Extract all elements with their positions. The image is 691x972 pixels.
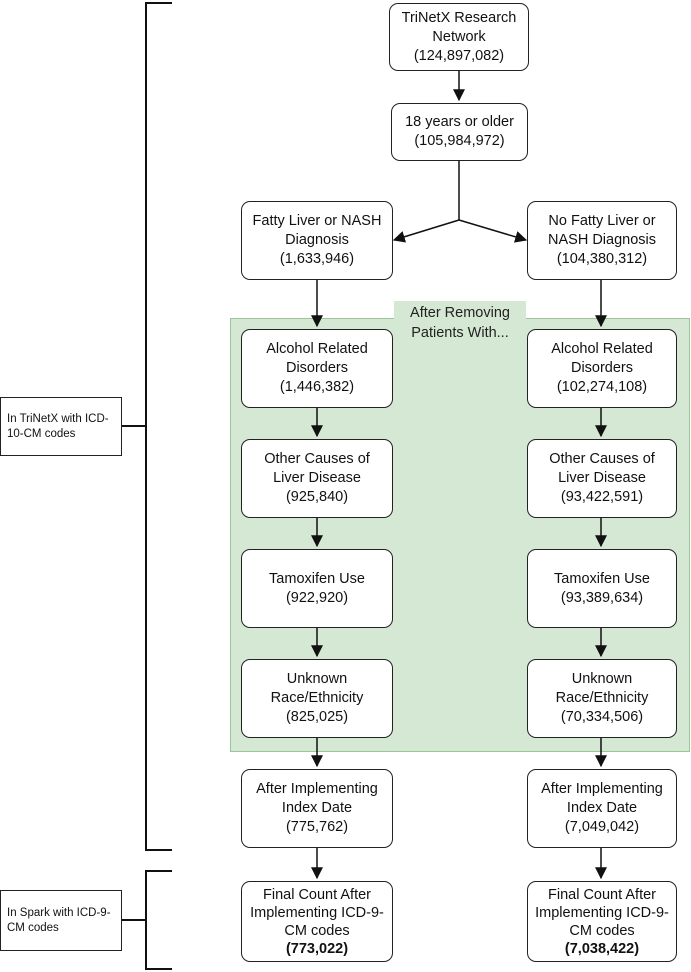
box-count: (1,633,946) <box>279 251 355 267</box>
arrow-split-right <box>458 219 528 243</box>
box-count: (825,025) <box>285 709 349 725</box>
left-index-date-box: After Implementing Index Date (775,762) <box>241 769 393 848</box>
box-line: Final Count After <box>263 886 371 903</box>
box-count: (7,038,422) <box>564 940 640 957</box>
box-line: Alcohol Related <box>551 341 653 357</box>
box-line: Disorders <box>570 360 634 376</box>
right-alcohol-box: Alcohol Related Disorders (102,274,108) <box>527 329 677 408</box>
box-line: Race/Ethnicity <box>270 690 364 706</box>
trinetx-side-label: In TriNetX with ICD- 10-CM codes <box>0 397 122 456</box>
box-line: Liver Disease <box>273 470 361 486</box>
box-line: Index Date <box>566 800 638 816</box>
left-alcohol-box: Alcohol Related Disorders (1,446,382) <box>241 329 393 408</box>
box-count: (105,984,972) <box>414 133 505 149</box>
box-count: (922,920) <box>285 589 349 606</box>
box-line: Implementing ICD-9- <box>535 904 669 921</box>
box-count: (93,389,634) <box>560 589 644 606</box>
box-line: Implementing ICD-9- <box>250 904 384 921</box>
spark-side-label: In Spark with ICD-9- CM codes <box>0 890 122 951</box>
box-line: NASH Diagnosis <box>548 232 656 248</box>
box-line: 18 years or older <box>405 114 514 130</box>
box-line: CM codes <box>569 922 635 939</box>
left-tamoxifen-box: Tamoxifen Use (922,920) <box>241 549 393 628</box>
arrow-split-left <box>392 219 460 243</box>
right-index-date-box: After Implementing Index Date (7,049,042… <box>527 769 677 848</box>
box-count: (102,274,108) <box>556 379 648 395</box>
left-final-box: Final Count After Implementing ICD-9- CM… <box>241 881 393 962</box>
right-final-box: Final Count After Implementing ICD-9- CM… <box>527 881 677 962</box>
left-diagnosis-box: Fatty Liver or NASH Diagnosis (1,633,946… <box>241 201 393 280</box>
box-line: TriNetX Research <box>401 9 517 26</box>
box-line: Final Count After <box>548 886 656 903</box>
region-label-line2: Patients With... <box>411 325 509 341</box>
box-line: CM codes <box>284 922 350 939</box>
box-line: After Implementing <box>256 781 378 797</box>
box-line: Alcohol Related <box>266 341 368 357</box>
box-count: (773,022) <box>285 940 349 957</box>
box-line: Tamoxifen Use <box>269 570 365 587</box>
box-line: Disorders <box>285 360 349 376</box>
side-label-line: In TriNetX with ICD- <box>7 412 109 425</box>
side-label-line: In Spark with ICD-9- <box>7 906 111 919</box>
box-line: Network <box>432 28 486 45</box>
box-count: (70,334,506) <box>560 709 644 725</box>
box-line: Unknown <box>286 671 348 687</box>
box-count: (775,762) <box>285 819 349 835</box>
adults-box: 18 years or older (105,984,972) <box>391 103 528 161</box>
box-count: (925,840) <box>285 489 349 505</box>
bracket-trinetx <box>145 2 172 851</box>
box-line: No Fatty Liver or <box>548 213 656 229</box>
box-line: Race/Ethnicity <box>555 690 649 706</box>
left-other-causes-box: Other Causes of Liver Disease (925,840) <box>241 439 393 518</box>
box-count: (93,422,591) <box>560 489 644 505</box>
box-line: Tamoxifen Use <box>554 570 650 587</box>
bracket-spark <box>145 870 172 970</box>
region-label: After Removing Patients With... <box>394 301 526 349</box>
box-line: Unknown <box>571 671 633 687</box>
right-diagnosis-box: No Fatty Liver or NASH Diagnosis (104,38… <box>527 201 677 280</box>
left-race-box: Unknown Race/Ethnicity (825,025) <box>241 659 393 738</box>
box-count: (7,049,042) <box>564 819 640 835</box>
right-race-box: Unknown Race/Ethnicity (70,334,506) <box>527 659 677 738</box>
box-line: Index Date <box>281 800 353 816</box>
box-line: Liver Disease <box>558 470 646 486</box>
box-line: Fatty Liver or NASH <box>252 213 382 229</box>
box-line: After Implementing <box>541 781 663 797</box>
box-count: (1,446,382) <box>279 379 355 395</box>
side-label-line: CM codes <box>7 921 59 934</box>
box-count: (124,897,082) <box>413 47 505 64</box>
region-label-line1: After Removing <box>410 305 510 321</box>
box-line: Other Causes of <box>549 451 655 467</box>
side-label-line: 10-CM codes <box>7 427 76 440</box>
box-line: Other Causes of <box>264 451 370 467</box>
box-count: (104,380,312) <box>556 251 648 267</box>
right-tamoxifen-box: Tamoxifen Use (93,389,634) <box>527 549 677 628</box>
network-box: TriNetX Research Network (124,897,082) <box>389 3 529 71</box>
right-other-causes-box: Other Causes of Liver Disease (93,422,59… <box>527 439 677 518</box>
box-line: Diagnosis <box>285 232 349 248</box>
